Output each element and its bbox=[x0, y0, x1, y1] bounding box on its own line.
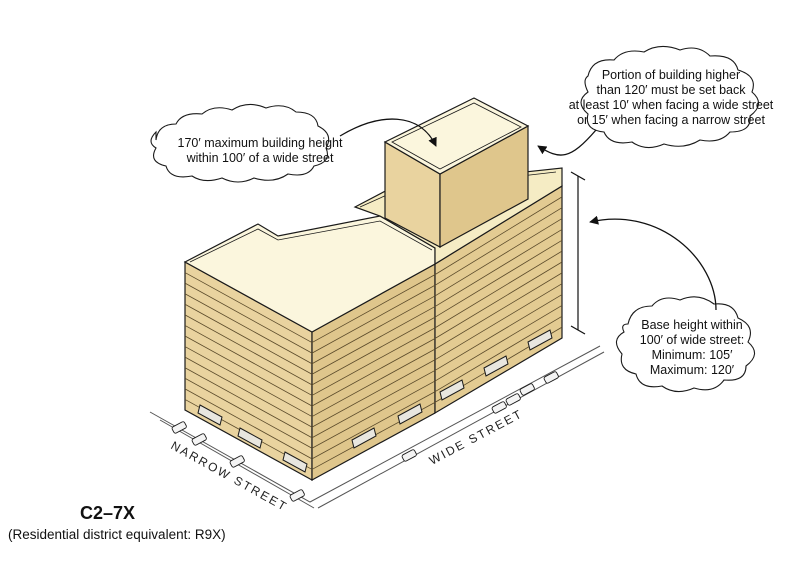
floor-line bbox=[434, 229, 563, 307]
floor-line bbox=[184, 388, 313, 460]
awning bbox=[397, 403, 423, 425]
car bbox=[171, 421, 187, 434]
base-height-callout: Base height within 100′ of wide street: … bbox=[622, 318, 762, 378]
floor-line bbox=[184, 282, 313, 354]
callout-cloud-setback bbox=[580, 45, 760, 149]
floor-line bbox=[184, 314, 313, 386]
awning bbox=[483, 355, 509, 377]
floor-line bbox=[434, 207, 563, 286]
awning bbox=[282, 451, 308, 473]
car bbox=[543, 371, 559, 384]
cars bbox=[171, 371, 559, 502]
setback-callout: Portion of building higher than 120′ mus… bbox=[566, 68, 776, 128]
setback-line-2: than 120′ must be set back bbox=[596, 83, 746, 97]
floor-line bbox=[434, 239, 563, 318]
storefront-awnings bbox=[197, 329, 553, 473]
floor-line bbox=[184, 325, 313, 396]
base-height-dimension bbox=[570, 171, 586, 335]
floor-line bbox=[434, 283, 563, 361]
floor-line bbox=[311, 370, 436, 439]
base-height-line-1: Base height within bbox=[641, 318, 743, 332]
floor-line bbox=[434, 250, 563, 329]
car bbox=[229, 455, 245, 468]
base-height-line-2: 100′ of wide street: bbox=[639, 333, 745, 347]
floor-line bbox=[311, 274, 436, 343]
awning bbox=[197, 404, 223, 426]
floor-line bbox=[184, 303, 313, 375]
car bbox=[491, 401, 507, 414]
floor-line bbox=[311, 348, 436, 417]
floor-line bbox=[311, 295, 436, 365]
floor-line bbox=[311, 327, 436, 396]
floor-line bbox=[184, 377, 313, 449]
floor-line bbox=[311, 380, 436, 449]
floor-line bbox=[434, 305, 563, 382]
floor-line bbox=[434, 218, 563, 297]
floor-line bbox=[434, 294, 563, 371]
max-height-line-1: 170′ maximum building height bbox=[177, 136, 343, 150]
awning bbox=[351, 427, 377, 449]
zone-subtitle: (Residential district equivalent: R9X) bbox=[8, 527, 226, 542]
setback-line-4: or 15′ when facing a narrow street bbox=[577, 113, 765, 127]
floor-line bbox=[311, 359, 436, 428]
floor-line bbox=[184, 346, 313, 417]
floor-line bbox=[434, 272, 563, 350]
tower-parapet bbox=[391, 102, 522, 170]
awning bbox=[527, 329, 553, 351]
floor-line bbox=[434, 261, 563, 339]
floor-line bbox=[311, 306, 436, 375]
floor-line bbox=[184, 335, 313, 407]
car bbox=[401, 449, 417, 462]
car bbox=[505, 393, 521, 406]
floor-line bbox=[184, 367, 313, 439]
floor-line bbox=[184, 356, 313, 428]
car bbox=[289, 489, 305, 502]
setback-line-1: Portion of building higher bbox=[601, 68, 741, 82]
floor-line bbox=[311, 284, 436, 354]
car bbox=[519, 383, 535, 396]
floor-line bbox=[434, 315, 563, 393]
base-height-line-3: Minimum: 105′ bbox=[651, 348, 733, 362]
max-height-line-2: within 100′ of a wide street bbox=[186, 151, 334, 165]
floor-line bbox=[184, 272, 313, 343]
zone-title: C2–7X bbox=[79, 503, 136, 523]
callout-cloud-base-height bbox=[615, 296, 756, 393]
base-height-line-4: Maximum: 120′ bbox=[649, 363, 735, 377]
wide-street-label: WIDE STREET bbox=[427, 406, 525, 467]
floor-line bbox=[184, 293, 313, 365]
floor-line bbox=[311, 391, 436, 460]
callout-cloud-max-height bbox=[150, 103, 330, 183]
floor-line bbox=[434, 196, 563, 275]
floor-line bbox=[311, 316, 436, 386]
awning bbox=[237, 427, 263, 449]
max-height-callout: 170′ maximum building height within 100′… bbox=[160, 136, 360, 166]
awning bbox=[439, 379, 465, 401]
tower-roof bbox=[383, 97, 530, 175]
callout-arrows bbox=[339, 118, 717, 311]
car bbox=[191, 433, 207, 446]
setback-line-3: at least 10′ when facing a wide street bbox=[568, 98, 774, 112]
floor-line bbox=[311, 338, 436, 407]
